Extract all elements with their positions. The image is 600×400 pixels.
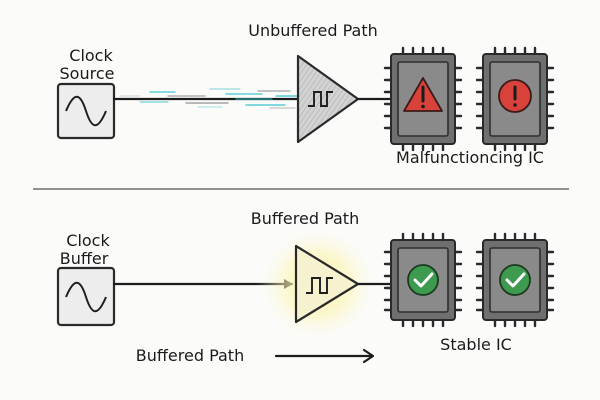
buffered-path-title: Buffered Path (251, 209, 359, 228)
clock-source-label-line1: Clock (69, 46, 113, 65)
buffered-path-arrow-label: Buffered Path (136, 346, 244, 365)
flow-arrow-icon (274, 348, 375, 364)
error-circle-icon (498, 79, 532, 113)
ic-chip-malfunctioning-1 (383, 46, 463, 152)
unbuffered-section: Unbuffered Path Clock Source (56, 21, 555, 167)
stable-ic-caption: Stable IC (440, 335, 512, 354)
square-wave-icon (308, 91, 333, 107)
clock-source-box (56, 82, 116, 140)
check-circle-icon (407, 264, 439, 296)
clock-buffer-label-line2: Buffer (60, 249, 109, 268)
signal-noise (119, 88, 299, 109)
clock-buffer-triangle (294, 244, 360, 324)
unbuffered-driver-triangle (296, 54, 360, 144)
ic-chip-malfunctioning-2 (475, 46, 555, 152)
sine-wave-icon (65, 95, 107, 127)
warning-triangle-icon (403, 77, 443, 112)
clock-source-label-line2: Source (60, 64, 115, 83)
buffered-section: Buffered Path Clock Buffer (56, 209, 555, 365)
square-wave-icon (306, 277, 333, 294)
ic-chip-stable-1 (383, 232, 463, 328)
ic-chip-stable-2 (475, 232, 555, 328)
clock-buffer-box (56, 266, 116, 327)
malfunctioning-ic-caption: Malfunctioncing IC (396, 148, 544, 167)
check-circle-icon (499, 264, 531, 296)
sine-wave-icon (65, 281, 107, 313)
unbuffered-path-title: Unbuffered Path (248, 21, 377, 40)
clock-buffer-label-line1: Clock (66, 231, 110, 250)
noisy-signal-wire (112, 88, 300, 109)
